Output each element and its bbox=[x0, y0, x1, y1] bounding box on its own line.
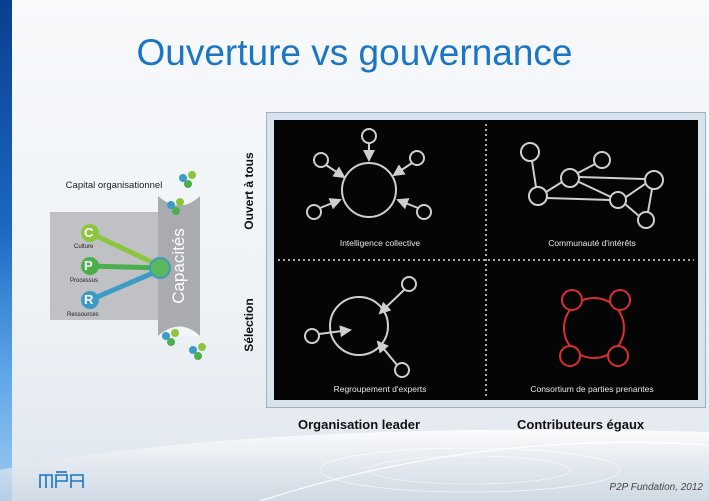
mpa-logo bbox=[39, 471, 84, 488]
matrix-diagrams bbox=[278, 124, 694, 396]
col-label-organisation-leader: Organisation leader bbox=[298, 417, 421, 432]
cell-label-intelligence-collective: Intelligence collective bbox=[339, 238, 421, 248]
capital-title: Capital organisationnel bbox=[65, 180, 163, 191]
matrix-panel: Intelligence collective Communauté d'int… bbox=[266, 112, 706, 408]
processus-letter: P bbox=[84, 258, 93, 273]
culture-letter: C bbox=[84, 225, 94, 240]
culture-circle bbox=[81, 224, 99, 242]
processus-circle bbox=[81, 257, 99, 275]
matrix-black-area: Intelligence collective Communauté d'int… bbox=[274, 120, 698, 400]
col-label-contributeurs-egaux: Contributeurs égaux bbox=[517, 417, 645, 432]
source-credit: P2P Fundation, 2012 bbox=[609, 482, 703, 493]
row-label-selection: Sélection bbox=[242, 298, 256, 352]
left-accent-bar bbox=[0, 0, 12, 501]
communaute-interets-diagram bbox=[520, 142, 664, 229]
row-label-ouvert: Ouvert à tous bbox=[242, 152, 256, 230]
pcr-cluster-top-1 bbox=[179, 171, 196, 188]
slide-title: Ouverture vs gouvernance bbox=[136, 32, 573, 73]
processus-label: Processus bbox=[70, 278, 99, 284]
pcr-cluster-bottom-2 bbox=[189, 343, 206, 360]
cell-label-communaute-interets: Communauté d'intérêts bbox=[548, 238, 636, 248]
pcr-cluster-bottom-1 bbox=[162, 329, 179, 346]
cell-label-consortium: Consortium de parties prenantes bbox=[530, 384, 654, 394]
intelligence-collective-diagram bbox=[306, 128, 432, 220]
regroupement-experts-diagram bbox=[304, 276, 417, 378]
cell-label-regroupement-experts: Regroupement d'experts bbox=[333, 384, 427, 394]
ressources-circle bbox=[81, 291, 99, 309]
ressources-letter: R bbox=[84, 292, 94, 307]
pcr-cluster-top-2 bbox=[167, 198, 184, 215]
culture-label: Culture bbox=[74, 244, 94, 250]
ressources-label: Ressources bbox=[67, 312, 99, 318]
consortium-diagram bbox=[559, 289, 631, 367]
